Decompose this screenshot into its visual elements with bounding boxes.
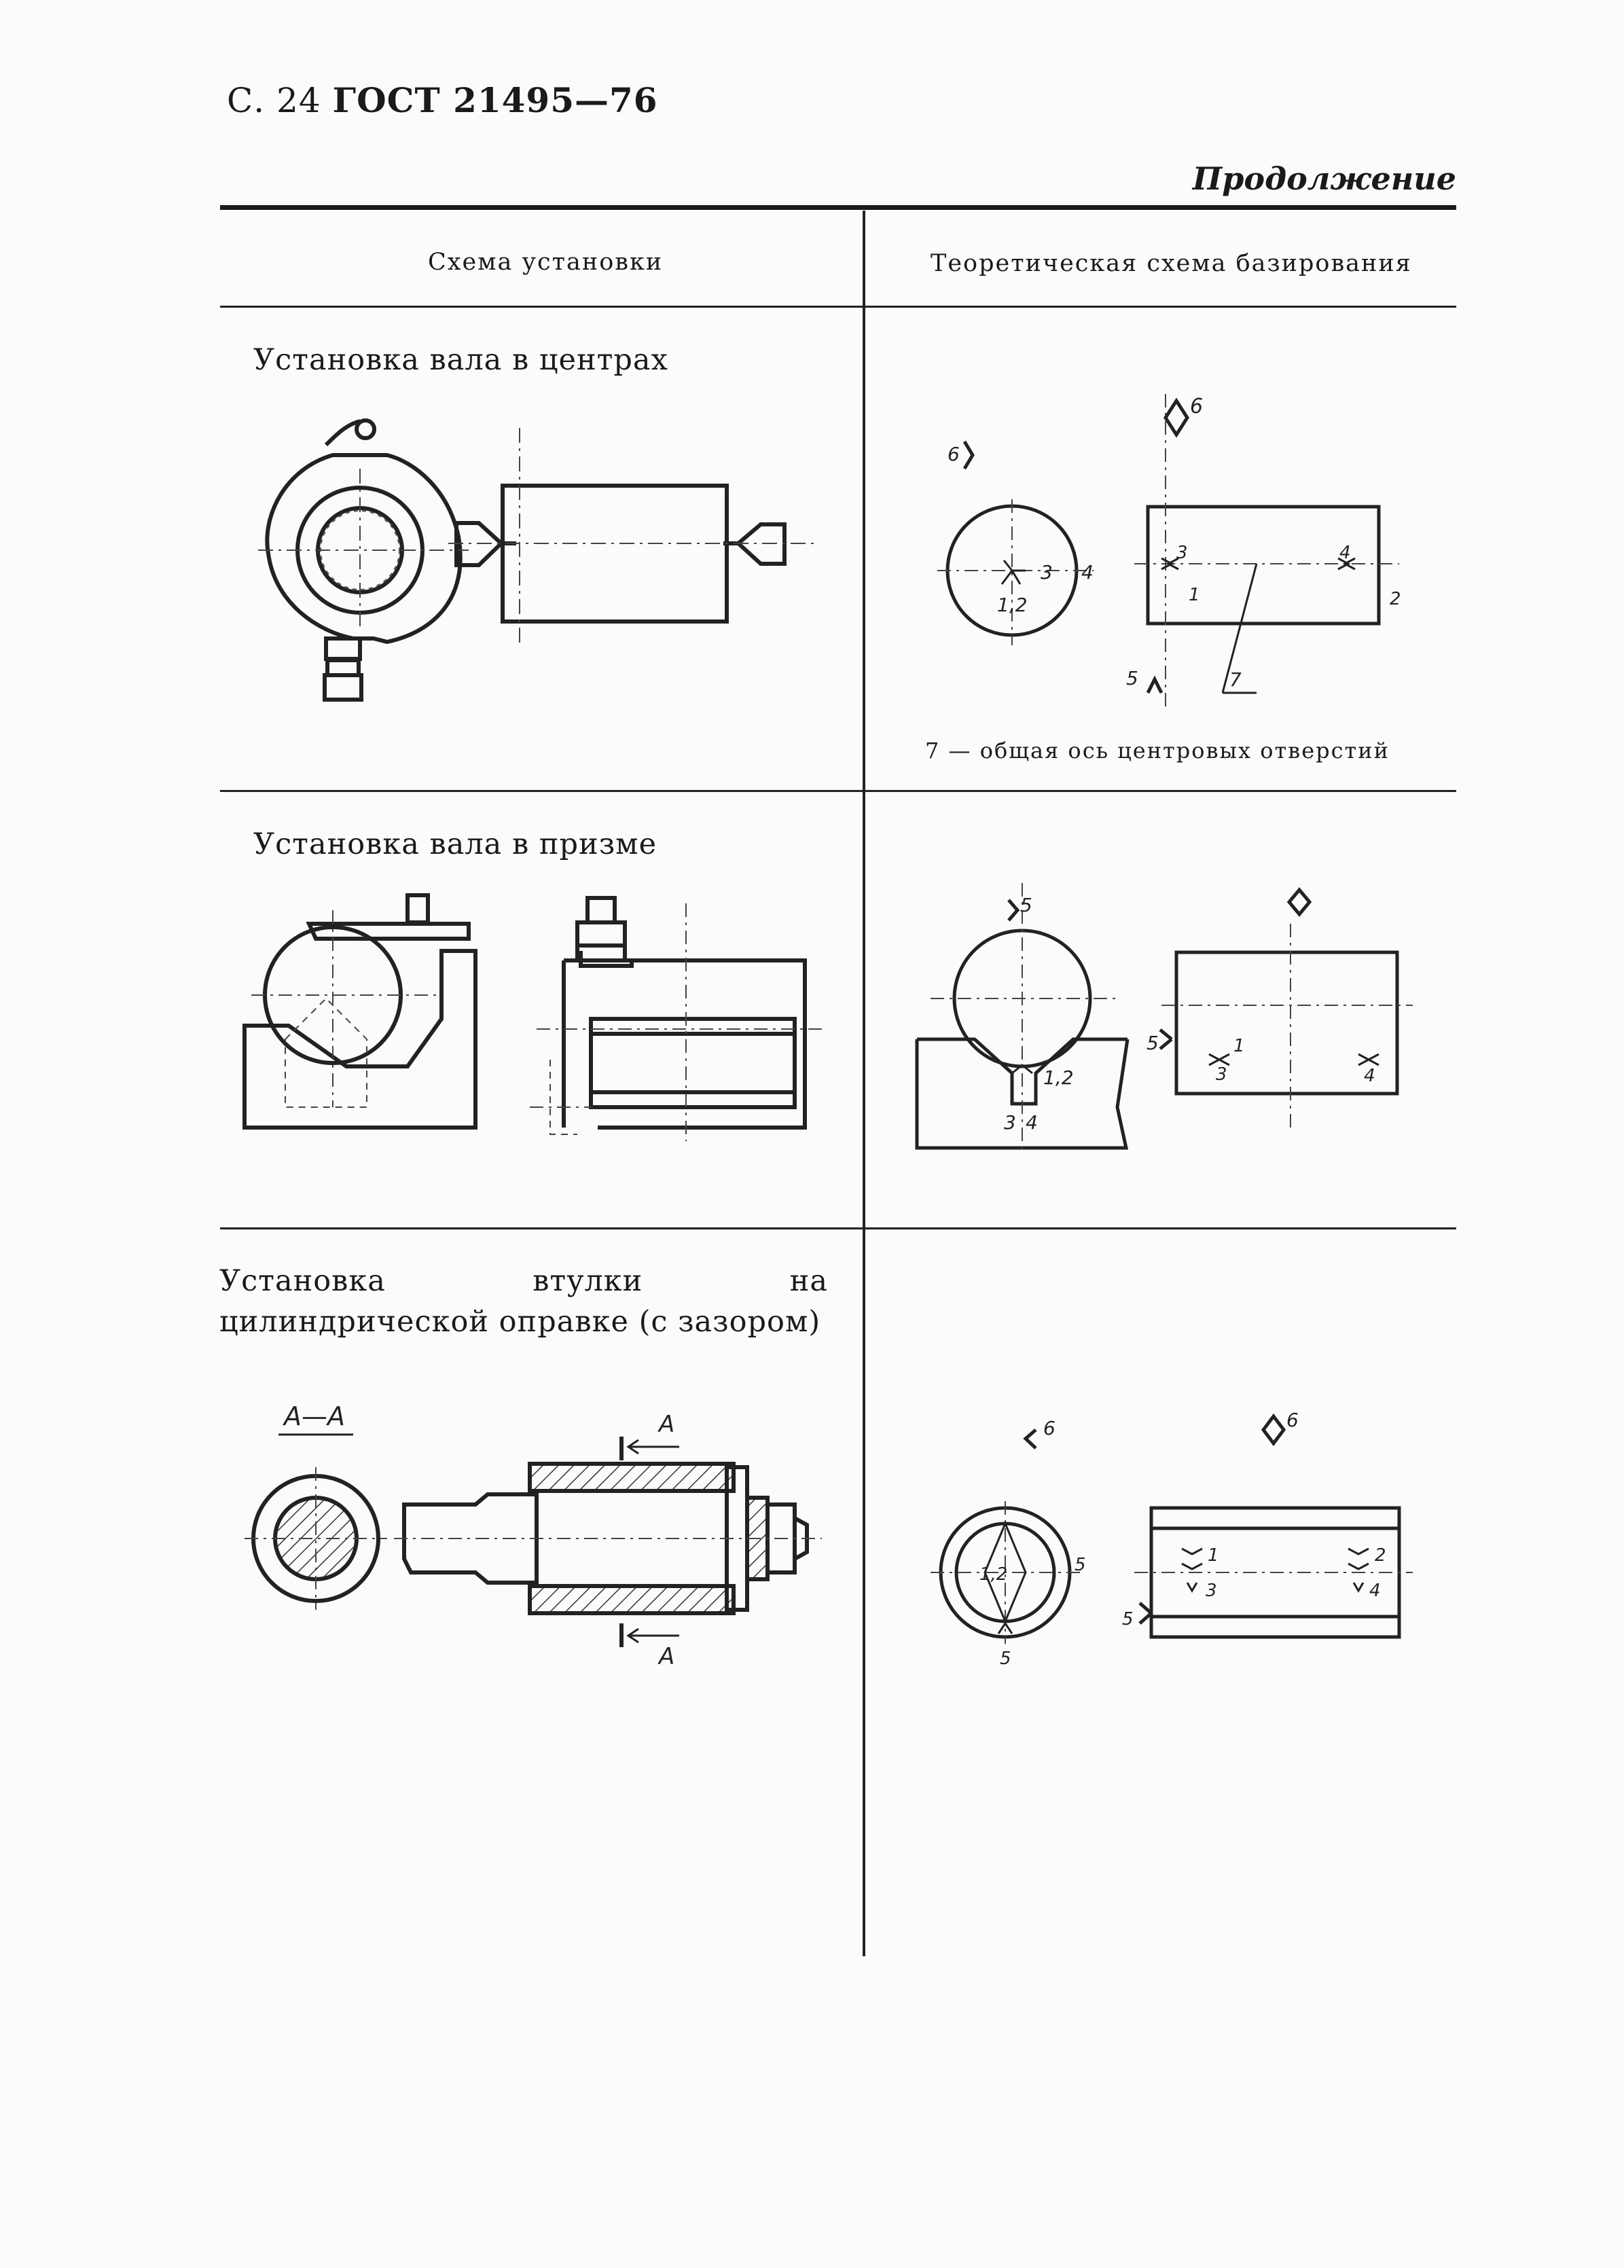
row-divider-2 (220, 1227, 1456, 1229)
page-header: С. 24 ГОСТ 21495—76 (227, 80, 658, 120)
label-1-2: 1,2 (997, 594, 1028, 616)
label-1-2: 1,2 (1043, 1066, 1074, 1089)
drawing-shaft-in-prism-setup (242, 893, 822, 1141)
label-1-2: 1,2 (979, 1564, 1007, 1585)
label-6-left: 6 (948, 443, 960, 465)
continuation-label: Продолжение (1192, 160, 1456, 197)
label-4-rect: 4 (1364, 1066, 1375, 1086)
drawing-shaft-in-centers-basing: 6 6 1,2 3 4 3 4 1 2 5 7 (937, 394, 1401, 706)
label-3-circle: 3 (1041, 561, 1053, 583)
column-divider (863, 211, 865, 1956)
label-3-rect: 3 (1216, 1064, 1227, 1085)
label-6-left: 6 (1043, 1417, 1055, 1439)
drawing-bushing-on-mandrel-setup: А—А А А (245, 1401, 822, 1670)
cut-label-bottom: А (657, 1643, 674, 1670)
row-note-axis: 7 — общая ось центровых отверстий (925, 738, 1390, 763)
column-header-setup: Схема установки (428, 249, 664, 276)
label-7: 7 (1229, 668, 1242, 691)
label-2-rect: 2 (1375, 1545, 1386, 1566)
label-5-side: 5 (1147, 1032, 1159, 1054)
label-1-rect: 1 (1208, 1545, 1219, 1566)
label-6-top: 6 (1286, 1409, 1299, 1431)
label-4-rect: 4 (1369, 1581, 1381, 1601)
label-3: 3 (1004, 1111, 1016, 1134)
label-5-top: 5 (1020, 894, 1032, 916)
table-top-rule (220, 205, 1456, 210)
section-label: А—А (282, 1401, 345, 1431)
row-title-prism: Установка вала в призме (253, 827, 657, 861)
label-5: 5 (1126, 667, 1138, 689)
label-5-circle: 5 (1075, 1555, 1086, 1575)
label-1-rect: 1 (1233, 1036, 1245, 1056)
label-4-rect: 4 (1339, 543, 1351, 563)
drawing-bushing-on-mandrel-basing: 6 6 1,2 5 5 1 2 3 4 5 (931, 1409, 1413, 1669)
row-title-centers: Установка вала в центрах (253, 343, 668, 377)
standard-code: ГОСТ 21495—76 (332, 80, 658, 120)
label-5-side: 5 (1122, 1609, 1134, 1630)
label-5-bottom: 5 (1000, 1649, 1011, 1669)
label-3-rect: 3 (1206, 1581, 1217, 1601)
label-1-rect: 1 (1189, 585, 1200, 605)
table-header-rule (220, 306, 1456, 308)
label-4-circle: 4 (1081, 561, 1094, 583)
label-3-rect: 3 (1176, 543, 1188, 563)
drawing-shaft-in-prism-basing: 5 1,2 3 4 5 1 3 4 (915, 883, 1413, 1155)
page-number: С. 24 (227, 81, 321, 120)
column-header-basing: Теоретическая схема базирования (931, 250, 1412, 277)
row-title-bushing: Установка втулки на цилиндрической оправ… (219, 1264, 828, 1339)
row-divider-1 (220, 790, 1456, 792)
label-6-top: 6 (1190, 395, 1203, 418)
label-4: 4 (1026, 1111, 1038, 1134)
label-2-rect: 2 (1390, 589, 1401, 609)
drawing-shaft-in-centers-setup (258, 418, 815, 702)
cut-label-top: А (657, 1411, 674, 1438)
